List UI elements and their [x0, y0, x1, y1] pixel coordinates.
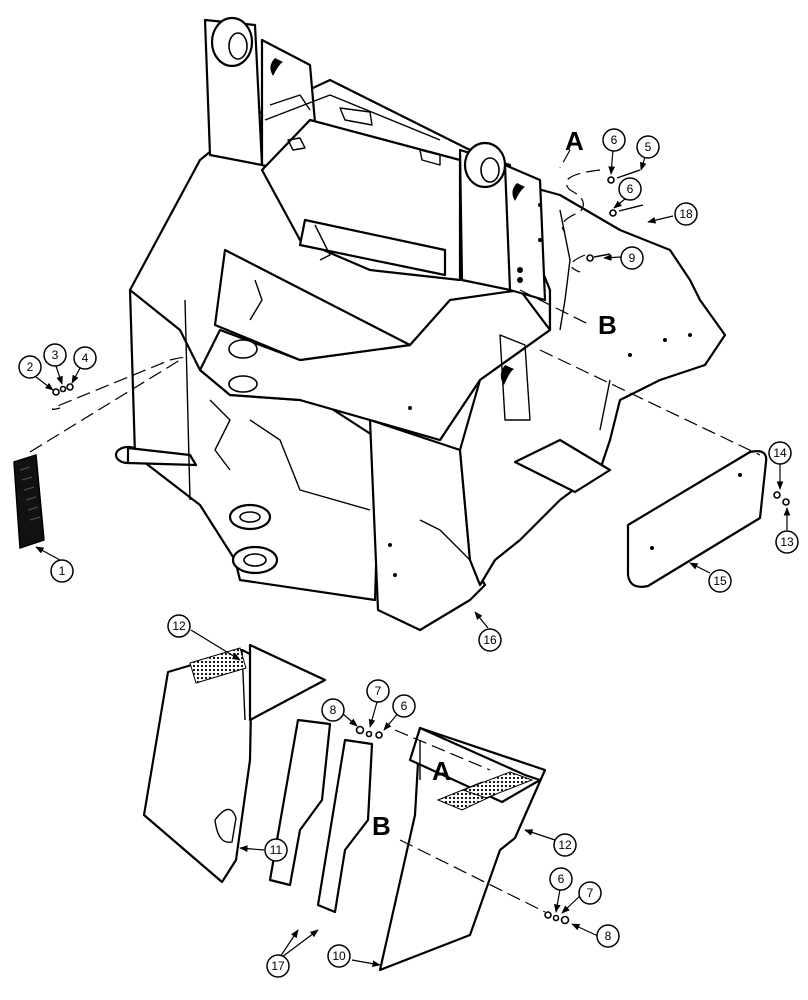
svg-text:15: 15 [713, 574, 727, 588]
svg-text:3: 3 [52, 348, 59, 362]
svg-text:6: 6 [558, 872, 565, 886]
callout-13: 13 [775, 530, 799, 554]
loader-frame [114, 16, 727, 632]
svg-text:7: 7 [375, 684, 382, 698]
callout-5: 5 [636, 135, 660, 159]
svg-text:12: 12 [558, 838, 572, 852]
callout-12-b: 12 [553, 833, 577, 857]
callout-18: 18 [674, 202, 698, 226]
callout-16: 16 [478, 628, 502, 652]
svg-text:8: 8 [330, 703, 337, 717]
callout-17: 17 [266, 954, 290, 978]
callout-10: 10 [327, 944, 351, 968]
leader-arrows [35, 149, 791, 967]
svg-text:12: 12 [172, 619, 186, 633]
svg-text:13: 13 [780, 535, 794, 549]
svg-text:4: 4 [82, 351, 89, 365]
callout-8-b: 8 [596, 924, 620, 948]
ref-letter-b-bottom: B [372, 811, 391, 841]
svg-text:18: 18 [679, 207, 693, 221]
ref-letter-a-bottom: A [432, 756, 451, 786]
svg-text:9: 9 [629, 251, 636, 265]
svg-text:8: 8 [605, 929, 612, 943]
rubber-pad [13, 454, 45, 550]
callout-4: 4 [73, 346, 97, 370]
callout-6-c: 6 [392, 694, 416, 718]
callout-7-a: 7 [366, 679, 390, 703]
callout-6-b: 6 [618, 177, 642, 201]
access-cover-plate [626, 450, 768, 588]
ref-letter-a-top: A [565, 126, 584, 156]
hardware [52, 169, 790, 925]
callout-8-a: 8 [321, 698, 345, 722]
callout-2: 2 [18, 355, 42, 379]
callout-12-a: 12 [167, 614, 191, 638]
svg-text:6: 6 [627, 182, 634, 196]
svg-text:17: 17 [271, 959, 285, 973]
callouts: 1 2 3 4 5 6 6 18 9 14 13 15 16 12 12 11 … [18, 128, 799, 978]
callout-14: 14 [768, 441, 792, 465]
right-fender-cover [378, 726, 547, 972]
callout-11: 11 [264, 838, 288, 862]
svg-text:16: 16 [483, 633, 497, 647]
svg-text:10: 10 [332, 949, 346, 963]
svg-text:7: 7 [587, 886, 594, 900]
side-plates [268, 718, 374, 914]
svg-text:6: 6 [401, 699, 408, 713]
callout-15: 15 [708, 569, 732, 593]
callout-3: 3 [43, 343, 67, 367]
svg-text:6: 6 [611, 133, 618, 147]
callout-7-b: 7 [578, 881, 602, 905]
svg-text:14: 14 [773, 446, 787, 460]
ref-letter-b-top: B [598, 310, 617, 340]
svg-text:2: 2 [27, 360, 34, 374]
svg-text:5: 5 [645, 140, 652, 154]
callout-1: 1 [50, 559, 74, 583]
callout-6-a: 6 [602, 128, 626, 152]
callout-6-d: 6 [549, 867, 573, 891]
svg-text:1: 1 [59, 564, 66, 578]
callout-9: 9 [620, 246, 644, 270]
alignment-lines [29, 149, 761, 913]
svg-text:11: 11 [270, 843, 283, 857]
